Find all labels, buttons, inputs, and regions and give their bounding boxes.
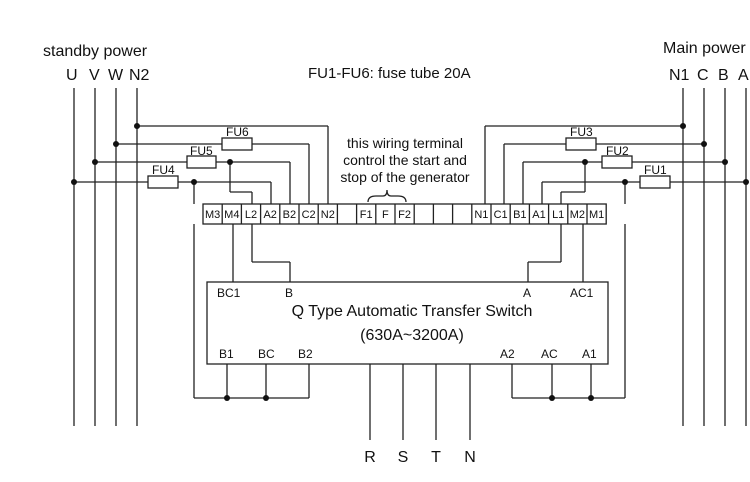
standby-phase-w: W <box>108 67 124 84</box>
standby-phase-v: V <box>89 67 100 84</box>
main-bus <box>682 88 747 426</box>
output-t: T <box>431 449 441 466</box>
control-wires <box>193 224 626 399</box>
terminal-m4: M4 <box>224 209 239 221</box>
terminal-n2: N2 <box>321 209 335 221</box>
standby-power-title: standby power <box>43 43 148 60</box>
terminal-l1: L1 <box>552 209 564 221</box>
junction-dots <box>71 123 749 401</box>
main-phase-a: A <box>738 67 749 84</box>
ats-rating: (630A~3200A) <box>360 327 464 344</box>
fuse-fu6: FU6 <box>221 125 253 151</box>
output-n: N <box>464 449 476 466</box>
svg-text:FU5: FU5 <box>190 144 213 158</box>
standby-phase-n2: N2 <box>129 67 150 84</box>
terminal-b2: B2 <box>283 209 296 221</box>
ats-label-bc1: BC1 <box>217 286 241 300</box>
ats-label-ac: AC <box>541 347 558 361</box>
terminal-brace <box>367 189 407 203</box>
terminal-a2: A2 <box>263 209 276 221</box>
fuse-fu1: FU1 <box>639 163 671 189</box>
terminal-f2: F2 <box>398 209 411 221</box>
terminal-f: F <box>382 209 389 221</box>
terminal-f1: F1 <box>360 209 373 221</box>
terminal-m2: M2 <box>570 209 585 221</box>
fuse-note: FU1-FU6: fuse tube 20A <box>308 65 471 82</box>
ats-label-a1: A1 <box>582 347 597 361</box>
terminal-l2: L2 <box>245 209 257 221</box>
output-s: S <box>398 449 409 466</box>
terminal-a1: A1 <box>532 209 545 221</box>
main-power-title: Main power <box>663 40 746 57</box>
fuse-fu3: FU3 <box>565 125 597 151</box>
main-taps <box>484 125 746 204</box>
svg-text:FU2: FU2 <box>606 144 629 158</box>
terminal-n1: N1 <box>474 209 488 221</box>
standby-taps <box>74 125 329 204</box>
output-lines <box>369 364 471 440</box>
svg-text:FU6: FU6 <box>226 125 249 139</box>
terminal-strip: M3 M4 L2 A2 B2 C2 N2 F1 F F2 N1 C1 B1 A1 L1 M2 M1 <box>202 203 607 225</box>
main-phase-c: C <box>697 67 709 84</box>
terminal-m1: M1 <box>589 209 604 221</box>
ats-label-a: A <box>523 286 531 300</box>
terminal-note-line-3: stop of the generator <box>340 169 470 185</box>
ats-label-b2: B2 <box>298 347 313 361</box>
svg-text:FU4: FU4 <box>152 163 175 177</box>
fuse-fu5: FU5 <box>186 144 217 169</box>
ats-label-ac1: AC1 <box>570 286 594 300</box>
standby-phase-u: U <box>66 67 78 84</box>
ats-label-b: B <box>285 286 293 300</box>
terminal-c2: C2 <box>302 209 316 221</box>
fuse-fu4: FU4 <box>147 163 179 189</box>
terminal-c1: C1 <box>494 209 508 221</box>
standby-bus <box>73 88 138 426</box>
ats-label-b1: B1 <box>219 347 234 361</box>
terminal-m3: M3 <box>205 209 220 221</box>
ats-title: Q Type Automatic Transfer Switch <box>292 303 533 320</box>
ats-label-a2: A2 <box>500 347 515 361</box>
svg-text:FU1: FU1 <box>644 163 667 177</box>
ats-label-bc: BC <box>258 347 275 361</box>
terminal-b1: B1 <box>513 209 526 221</box>
terminal-note-line-2: control the start and <box>343 152 467 168</box>
output-r: R <box>364 449 376 466</box>
svg-text:FU3: FU3 <box>570 125 593 139</box>
main-phase-n1: N1 <box>669 67 690 84</box>
fuse-fu2: FU2 <box>601 144 633 169</box>
ats-unit: Q Type Automatic Transfer Switch (630A~3… <box>206 281 609 365</box>
main-phase-b: B <box>718 67 729 84</box>
terminal-note-line-1: this wiring terminal <box>347 135 463 151</box>
